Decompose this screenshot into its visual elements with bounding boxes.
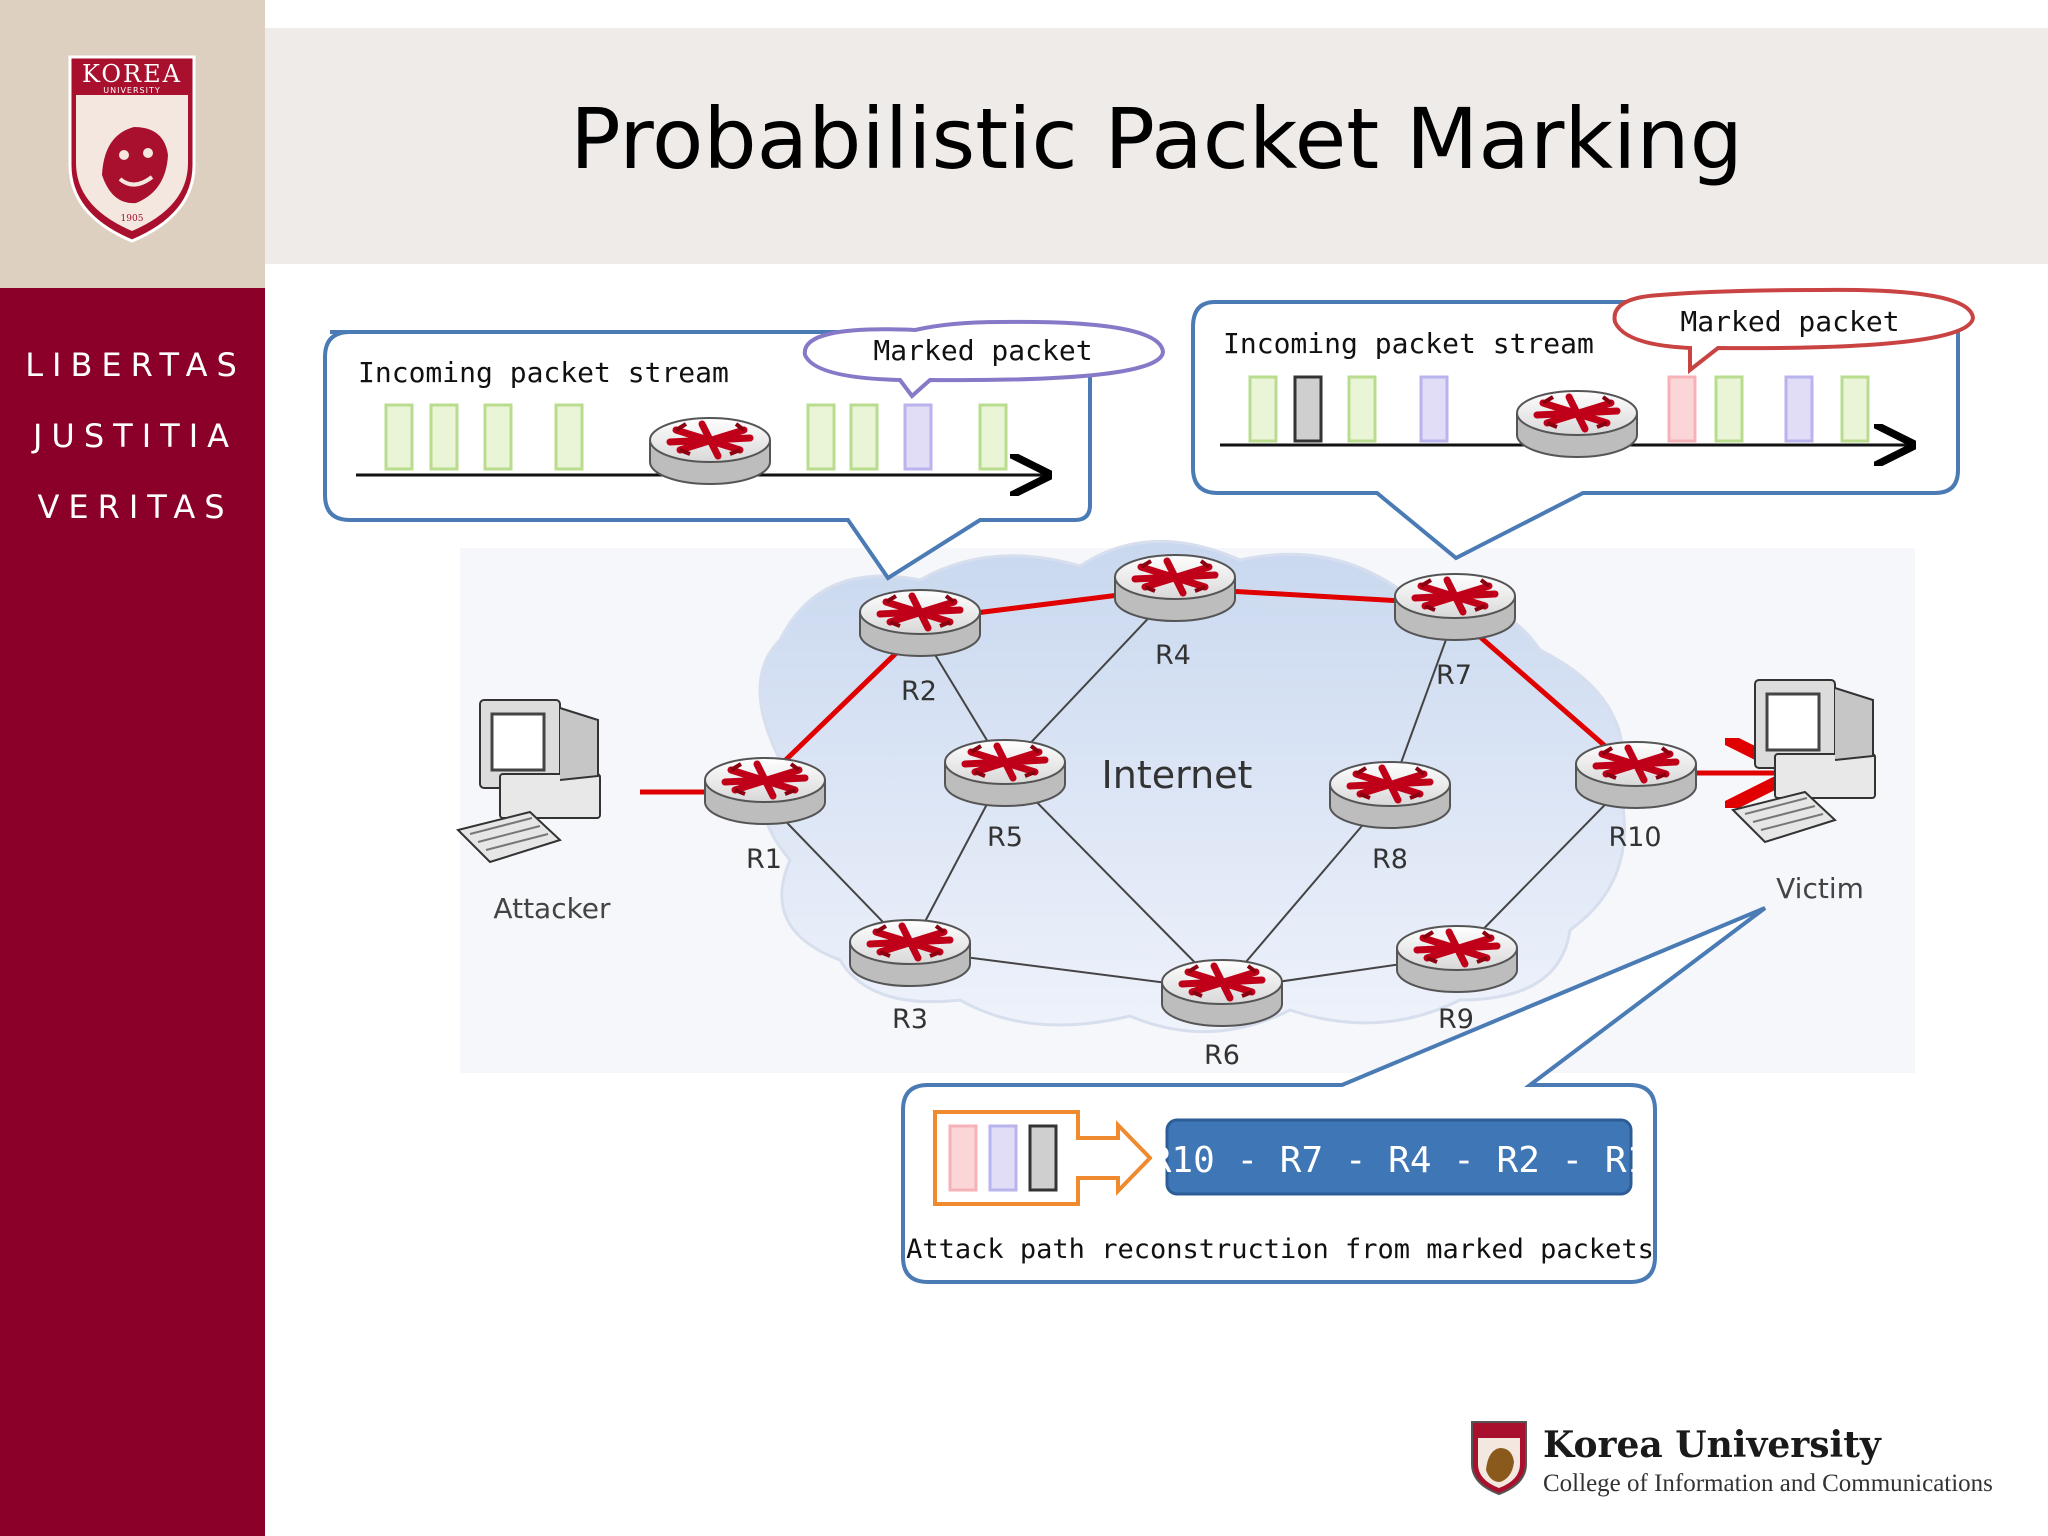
router-icon xyxy=(1517,391,1637,457)
left-stream-label: Incoming packet stream xyxy=(358,356,729,389)
footer-college-name: College of Information and Communication… xyxy=(1543,1470,1993,1497)
right-stream-label: Incoming packet stream xyxy=(1223,327,1594,360)
internet-cloud xyxy=(758,540,1626,1034)
motto-line: JUSTITIA xyxy=(32,417,239,455)
attack-path-result: R10 - R7 - R4 - R2 - R1 xyxy=(1150,1140,1649,1181)
router-icon xyxy=(1330,762,1450,828)
router-icon xyxy=(650,418,770,484)
title-band xyxy=(265,28,2048,264)
router-label: R8 xyxy=(1372,844,1408,875)
seal-subtext: UNIVERSITY xyxy=(103,86,161,95)
motto-line: LIBERTAS xyxy=(25,346,246,384)
router-icon xyxy=(1397,926,1517,992)
router-label: R2 xyxy=(901,676,937,707)
tiger-icon xyxy=(102,127,168,204)
marked-packet xyxy=(903,403,933,471)
internet-label: Internet xyxy=(1102,753,1253,797)
router-icon xyxy=(945,740,1065,806)
korea-university-logo-icon xyxy=(1471,1421,1527,1496)
router-label: R4 xyxy=(1155,640,1191,671)
router-icon xyxy=(860,590,980,656)
router-label: R7 xyxy=(1436,660,1472,691)
router-icon xyxy=(1115,555,1235,621)
victim-label: Victim xyxy=(1776,872,1864,905)
reconstruction-caption: Attack path reconstruction from marked p… xyxy=(906,1234,1654,1265)
seal-text: KOREA xyxy=(82,60,182,88)
router-label: R6 xyxy=(1204,1040,1240,1071)
router-label: R10 xyxy=(1608,822,1661,853)
footer-university-name: Korea University xyxy=(1543,1424,1881,1466)
left-marked-label: Marked packet xyxy=(873,334,1092,367)
router-icon xyxy=(705,758,825,824)
slide-title: Probabilistic Packet Marking xyxy=(570,90,1743,188)
motto-line: VERITAS xyxy=(37,488,234,526)
korea-university-seal-icon: KOREA UNIVERSITY 1905 xyxy=(68,55,196,243)
router-icon xyxy=(850,920,970,986)
router-label: R9 xyxy=(1438,1004,1474,1035)
router-icon xyxy=(1162,960,1282,1026)
router-icon xyxy=(1395,574,1515,640)
left-callout: Incoming packet stream Marked packet xyxy=(323,319,1166,581)
ppm-diagram: R1 R2 R3 R4 R5 R6 R7 R8 R9 R10 Internet … xyxy=(323,287,1976,1284)
router-icon xyxy=(1576,742,1696,808)
router-label: R3 xyxy=(892,1004,928,1035)
attacker-label: Attacker xyxy=(493,892,611,925)
motto: LIBERTAS JUSTITIA VERITAS xyxy=(0,330,265,543)
router-label: R1 xyxy=(746,844,782,875)
router-label: R5 xyxy=(987,822,1023,853)
right-marked-label: Marked packet xyxy=(1680,305,1899,338)
seal-year: 1905 xyxy=(121,214,144,224)
marked-packet xyxy=(1667,375,1697,443)
sidebar xyxy=(0,288,265,1536)
reconstruction-callout: R10 - R7 - R4 - R2 - R1 Attack path reco… xyxy=(901,906,1767,1284)
right-callout: Incoming packet stream Marked packet xyxy=(1191,287,1976,561)
